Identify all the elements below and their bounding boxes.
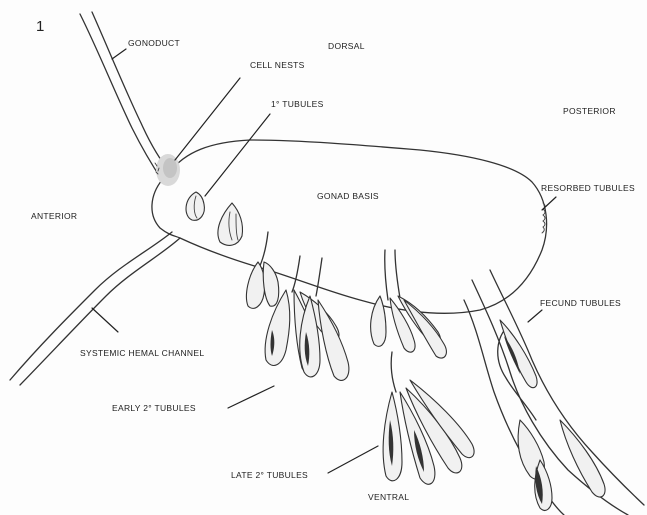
primary-tubules (186, 192, 242, 245)
label-late-secondary-tubules: LATE 2° TUBULES (231, 470, 308, 480)
label-gonoduct: GONODUCT (128, 38, 180, 48)
leader-late-tubules (328, 446, 378, 473)
label-primary-tubules: 1° TUBULES (271, 99, 324, 109)
label-ventral: VENTRAL (368, 492, 409, 502)
early-secondary-tubules (246, 232, 348, 380)
label-resorbed-tubules: RESORBED TUBULES (541, 183, 635, 193)
label-cell-nests: CELL NESTS (250, 60, 305, 70)
middle-tubule-cluster (371, 250, 447, 358)
leader-early-tubules (228, 386, 274, 408)
label-systemic-hemal-channel: SYSTEMIC HEMAL CHANNEL (80, 348, 204, 358)
label-fecund-tubules: FECUND TUBULES (540, 298, 621, 308)
gonad-basis (152, 140, 547, 313)
label-gonad-basis: GONAD BASIS (317, 191, 379, 201)
leader-systemic-hemal-channel (92, 308, 118, 332)
leader-gonoduct (112, 49, 126, 59)
leader-cell-nests (175, 78, 240, 160)
label-dorsal: DORSAL (328, 41, 365, 51)
figure-number: 1 (36, 18, 44, 35)
label-anterior: ANTERIOR (31, 211, 77, 221)
label-early-secondary-tubules: EARLY 2° TUBULES (112, 403, 196, 413)
systemic-hemal-channel (10, 232, 180, 385)
label-posterior: POSTERIOR (563, 106, 616, 116)
leader-fecund-tubules (528, 310, 542, 322)
leader-primary-tubules (205, 114, 270, 196)
late-secondary-tubules (383, 352, 474, 484)
